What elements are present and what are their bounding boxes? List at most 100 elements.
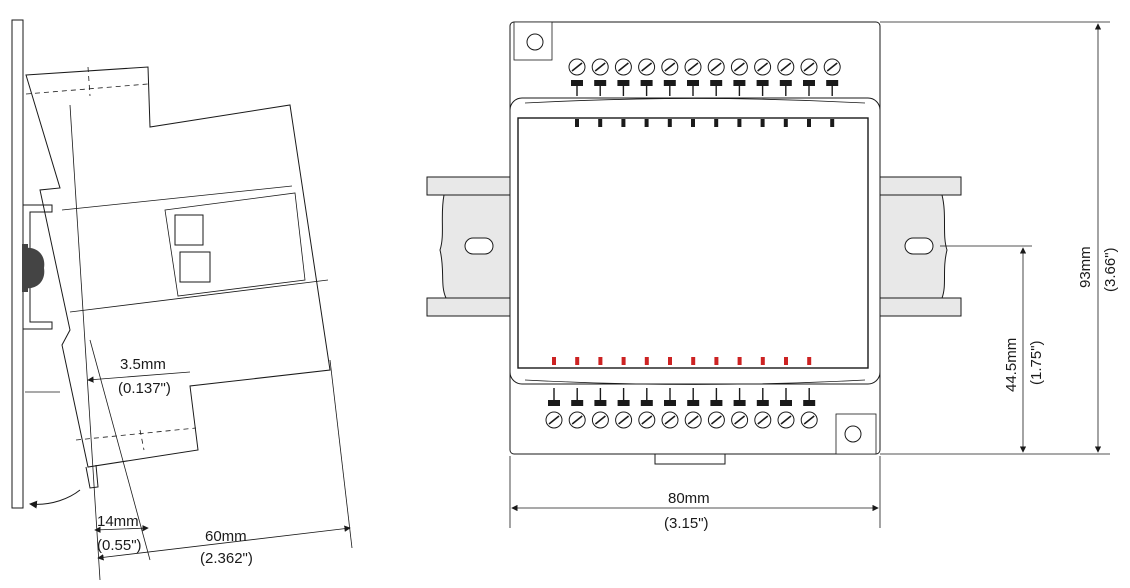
dim-3-5mm-imperial: (0.137") [118, 380, 171, 397]
top-terminal-row [568, 58, 841, 96]
bottom-terminal-tab [594, 400, 607, 406]
din-latch [654, 453, 726, 465]
top-terminal-screw-icon [591, 58, 609, 76]
top-led-marker [644, 119, 649, 127]
bottom-terminal-tab [664, 400, 676, 406]
top-led-marker [830, 119, 835, 127]
dim-93mm-imperial: (3.66") [1102, 247, 1119, 292]
bottom-terminal-screw-icon [754, 411, 772, 429]
top-terminal-screw-icon [823, 58, 841, 76]
side-led-window-top [174, 214, 204, 246]
top-terminal-screw-icon [568, 58, 586, 76]
top-led-marker [575, 119, 579, 127]
top-terminal-tab [617, 80, 630, 86]
dim-line-60mm [97, 525, 351, 561]
din-rail-left [426, 176, 511, 317]
top-terminal-screw-icon [661, 58, 679, 76]
dim-44-5mm-metric: 44.5mm [1003, 338, 1020, 392]
bottom-terminal-screw-icon [707, 411, 725, 429]
bottom-terminal-screw-icon [661, 411, 679, 429]
top-led-marker [807, 119, 811, 127]
mounting-hole-bottom [844, 425, 862, 443]
dim-60mm-imperial: (2.362") [200, 550, 253, 567]
dim-80mm-metric: 80mm [668, 490, 710, 507]
bottom-terminal-screw-icon [591, 411, 609, 429]
top-terminal-tab [571, 80, 583, 86]
bottom-terminal-tab [571, 400, 584, 406]
bottom-led-marker [598, 357, 603, 365]
bottom-led-marker [668, 357, 672, 365]
top-terminal-tab [594, 80, 607, 86]
label-area [517, 117, 869, 369]
bottom-terminal-screw-icon [545, 411, 563, 429]
bottom-terminal-tab [710, 400, 723, 406]
top-terminal-screw-icon [707, 58, 725, 76]
dim-44-5mm-imperial: (1.75") [1028, 340, 1045, 385]
top-terminal-screw-icon [777, 58, 795, 76]
side-led-window-bottom [179, 251, 211, 283]
bottom-terminal-screw-icon [800, 411, 818, 429]
rail-slot-left [464, 237, 494, 255]
top-terminal-tab [733, 80, 746, 86]
side-view: 3.5mm (0.137") 14mm (0.55") 60mm (2.362"… [11, 19, 353, 581]
bottom-terminal-tab [548, 400, 560, 406]
bottom-terminal-screw-icon [684, 411, 702, 429]
bottom-terminal-tab [617, 400, 630, 406]
top-terminal-tab [663, 80, 676, 86]
top-led-marker [667, 119, 672, 127]
top-led-marker [621, 119, 626, 127]
bottom-terminal-tab [733, 400, 746, 406]
mounting-hole-top [526, 33, 544, 51]
bottom-terminal-tab [756, 400, 769, 406]
bottom-led-row [552, 357, 812, 365]
bottom-terminal-tab [640, 400, 653, 406]
top-terminal-screw-icon [754, 58, 772, 76]
bottom-led-marker [644, 357, 649, 365]
mounting-panel [11, 19, 24, 509]
bottom-led-marker [691, 357, 696, 365]
dim-93mm-metric: 93mm [1077, 246, 1094, 288]
bottom-terminal-tab [803, 400, 816, 406]
dim-14mm-metric: 14mm [97, 513, 139, 530]
rotation-arrow [29, 489, 81, 509]
bottom-terminal-screw-icon [615, 411, 633, 429]
top-terminal-screw-icon [684, 58, 702, 76]
rail-clip [24, 247, 45, 289]
top-terminal-screw-icon [614, 58, 632, 76]
top-terminal-tab [710, 80, 723, 86]
top-terminal-tab [803, 80, 815, 86]
dim-3-5mm-metric: 3.5mm [120, 356, 166, 373]
top-terminal-screw-icon [638, 58, 656, 76]
bottom-terminal-row [545, 388, 818, 429]
dim-60mm-metric: 60mm [205, 528, 247, 545]
module-side-outline [25, 66, 331, 489]
top-led-marker [760, 119, 765, 127]
dim-line-3-5mm [87, 371, 191, 383]
top-terminal-tab [756, 80, 769, 86]
bottom-led-marker [784, 357, 788, 365]
top-terminal-screw-icon [730, 58, 748, 76]
top-led-marker [714, 119, 719, 127]
bottom-terminal-screw-icon [731, 411, 749, 429]
bottom-terminal-screw-icon [777, 411, 795, 429]
dim-14mm-imperial: (0.55") [97, 537, 142, 554]
top-terminal-tab [640, 80, 653, 86]
top-led-marker [691, 119, 695, 127]
bottom-led-marker [575, 357, 580, 365]
bottom-led-marker [737, 357, 742, 365]
rail-slot-right [904, 237, 934, 255]
top-led-row [575, 119, 835, 127]
bottom-led-marker [807, 357, 812, 365]
bottom-led-marker [760, 357, 765, 365]
bottom-terminal-screw-icon [568, 411, 586, 429]
front-view: 80mm (3.15") 93mm (3.66") 44.5mm (1.75") [426, 21, 1119, 532]
top-led-marker [598, 119, 603, 127]
top-terminal-tab [779, 80, 792, 86]
top-terminal-tab [687, 80, 699, 86]
top-terminal-tab [826, 80, 839, 86]
bottom-led-marker [714, 357, 719, 365]
top-led-marker [783, 119, 788, 127]
bottom-led-marker [621, 357, 626, 365]
bottom-terminal-tab [687, 400, 700, 406]
